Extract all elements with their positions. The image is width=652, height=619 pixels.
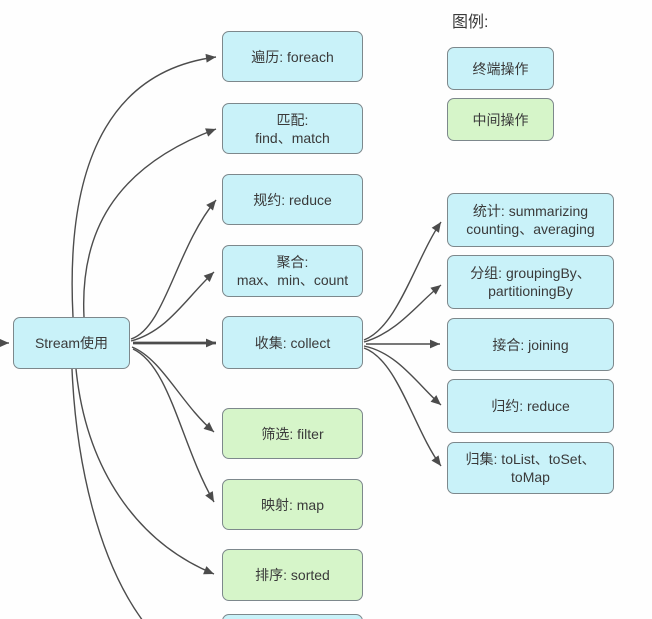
node-tocollection: 归集: toList、toSet、 toMap [447,442,614,494]
node-grouping-label-line2: partitioningBy [488,283,573,299]
node-match-label-line2: find、match [255,129,330,146]
node-sorted: 排序: sorted [222,549,363,601]
node-collect: 收集: collect [222,316,363,369]
edge-root-aggregate [130,271,215,342]
node-reduction: 归约: reduce [447,379,614,433]
edge-root-traverse [71,53,217,318]
node-map: 映射: map [222,479,363,530]
legend-intermediate-label: 中间操作 [472,111,529,128]
node-aggregate-label-line1: 聚合: [276,254,309,270]
node-statistics-label-line2: counting、averaging [466,221,595,237]
node-joining: 接合: joining [447,318,614,371]
node-root-label: Stream使用 [34,335,109,351]
node-reduce: 规约: reduce [222,174,363,225]
node-aggregate: 聚合: max、min、count [222,245,363,297]
node-sorted-label: 排序: sorted [255,567,330,583]
edge-root-map [132,348,215,503]
legend-intermediate-operation: 中间操作 [447,98,554,141]
node-grouping: 分组: groupingBy、 partitioningBy [447,255,614,309]
node-match: 匹配: find、match [222,103,363,154]
node-filter-label: 筛选: filter [261,425,324,442]
node-statistics: 统计: summarizing counting、averaging [447,193,614,247]
node-traverse-label: 遍历: foreach [251,48,334,65]
node-statistics-label-line1: 统计: summarizing [472,203,589,219]
edge-root-sorted [75,368,215,575]
node-map-label: 映射: map [260,496,324,513]
edge-root-reduce [130,199,217,340]
node-filter: 筛选: filter [222,408,363,459]
node-tocollection-label-line1: 归集: toList、toSet、 [465,451,596,467]
node-reduce-label: 规约: reduce [253,191,332,208]
edge-collect-tocollection [363,347,442,467]
node-collect-label: 收集: collect [254,334,331,351]
node-match-label-line1: 匹配: [276,111,309,128]
node-cutoff [222,614,363,619]
node-tocollection-label-line2: toMap [511,469,550,485]
node-traverse: 遍历: foreach [222,31,363,82]
node-root: Stream使用 [13,317,130,369]
edge-root-cutoff [71,368,143,619]
legend-terminal-operation: 终端操作 [447,47,554,90]
node-aggregate-label-line2: max、min、count [236,272,349,288]
edge-collect-grouping [363,284,442,343]
node-joining-label: 接合: joining [492,336,569,353]
node-reduction-label: 归约: reduce [491,398,570,414]
legend-title: 图例: [452,14,489,31]
edge-collect-reduction [363,345,442,406]
edge-root-filter [131,346,215,433]
edge-collect-statistics [363,221,442,341]
edge-root-match [82,128,217,318]
legend-terminal-label: 终端操作 [472,60,529,77]
node-grouping-label-line1: 分组: groupingBy、 [470,265,591,281]
